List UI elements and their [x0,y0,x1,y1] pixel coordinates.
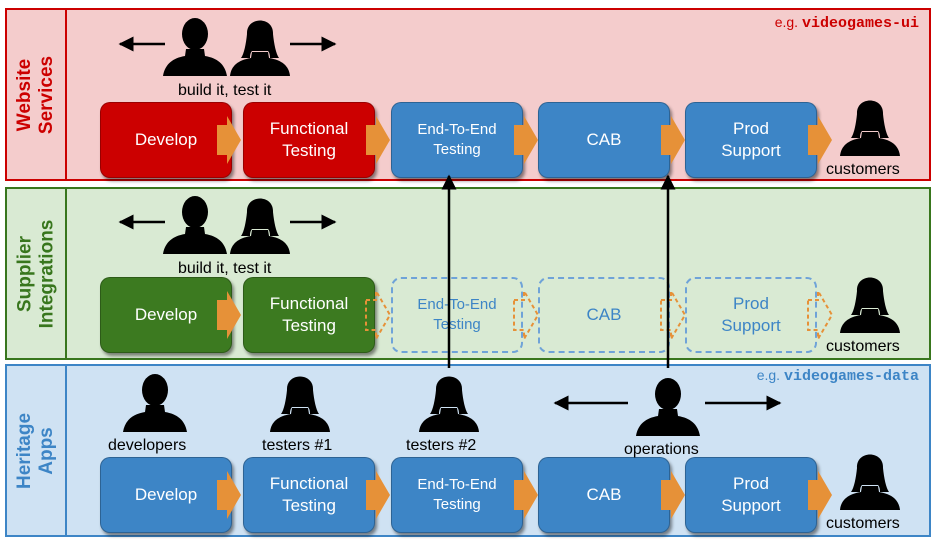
stage-e2e-heritage: End-To-End Testing [391,457,523,533]
arrow-icon [661,471,685,519]
caption-customers-website: customers [826,161,900,178]
arrow-icon [217,291,241,339]
woman-icon [230,20,290,76]
arrow-icon [661,116,685,164]
tag-website-prefix: e.g. [774,14,802,30]
customer-icon [840,454,900,510]
woman-icon [230,198,290,254]
tag-heritage: e.g. videogames-data [757,367,919,385]
person-icon [163,196,227,254]
stage-functional-supplier: Functional Testing [243,277,375,353]
flow-arrows-website [217,116,832,164]
arrow-icon [660,287,687,343]
stage-develop-heritage: Develop [100,457,232,533]
arrow-icon [514,116,538,164]
tag-website-code: videogames-ui [801,15,919,32]
woman-icon [270,376,330,432]
woman-icon [419,376,479,432]
stage-e2e-website: End-To-End Testing [391,102,523,178]
arrow-icon [365,287,392,343]
caption-testers2: testers #2 [406,437,477,454]
arrow-icon [807,287,834,343]
arrow-icon [514,471,538,519]
caption-operations: operations [624,441,699,458]
person-icon [163,18,227,76]
stage-cab-heritage: CAB [538,457,670,533]
lane-label-website: Website Services [5,8,67,181]
arrow-icon [217,471,241,519]
arrow-icon [808,471,832,519]
stage-develop-supplier: Develop [100,277,232,353]
flow-arrows-heritage [217,471,832,519]
lane-label-supplier: Supplier Integrations [5,187,67,360]
arrow-icon [366,471,390,519]
stage-prod-supplier: Prod Support [685,277,817,353]
stage-develop-website: Develop [100,102,232,178]
caption-customers-supplier: customers [826,338,900,355]
caption-build-test-website: build it, test it [178,82,272,99]
tag-website: e.g. videogames-ui [775,14,919,32]
caption-developers: developers [108,437,187,454]
stage-e2e-supplier: End-To-End Testing [391,277,523,353]
flow-arrows-supplier [217,287,834,343]
stage-cab-website: CAB [538,102,670,178]
tag-heritage-code: videogames-data [783,368,919,385]
stage-prod-heritage: Prod Support [685,457,817,533]
stage-functional-website: Functional Testing [243,102,375,178]
lane-label-heritage: Heritage Apps [5,364,67,537]
stage-prod-website: Prod Support [685,102,817,178]
customer-icon [840,277,900,333]
arrow-icon [808,116,832,164]
person-icon [123,374,187,432]
caption-customers-heritage: customers [826,515,900,532]
customer-icon [840,100,900,156]
caption-build-test-supplier: build it, test it [178,260,272,277]
arrow-icon [366,116,390,164]
arrow-icon [513,287,540,343]
tag-heritage-prefix: e.g. [756,367,784,383]
arrow-icon [217,116,241,164]
person-icon [636,378,700,436]
caption-testers1: testers #1 [262,437,333,454]
